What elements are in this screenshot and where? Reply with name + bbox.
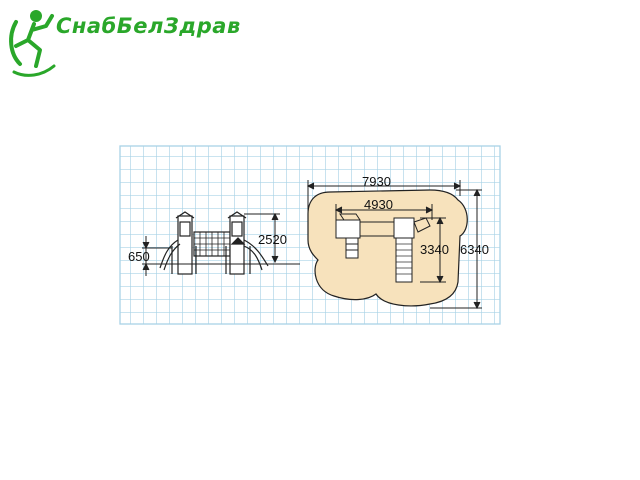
side-view [159, 211, 300, 275]
brand-logo[interactable]: СнабБелЗдрав [6, 6, 240, 80]
width-inner-label: 4930 [364, 197, 393, 212]
depth-inner-dimension [420, 216, 446, 284]
brand-name: СнабБелЗдрав [56, 14, 241, 38]
width-inner-dimension [334, 204, 434, 220]
safety-zone [307, 189, 468, 307]
platform-dimension [142, 236, 172, 276]
depth-inner-label: 3340 [420, 242, 449, 257]
plan-structure [335, 213, 431, 283]
width-total-label: 7930 [362, 174, 391, 189]
depth-total-label: 6340 [460, 242, 489, 257]
platform-height-label: 650 [128, 249, 150, 264]
width-total-dimension [306, 180, 462, 212]
height-dimension [244, 212, 280, 264]
depth-total-dimension [430, 188, 482, 310]
runner-logo-icon [9, 10, 56, 77]
height-total-label: 2520 [258, 232, 287, 247]
